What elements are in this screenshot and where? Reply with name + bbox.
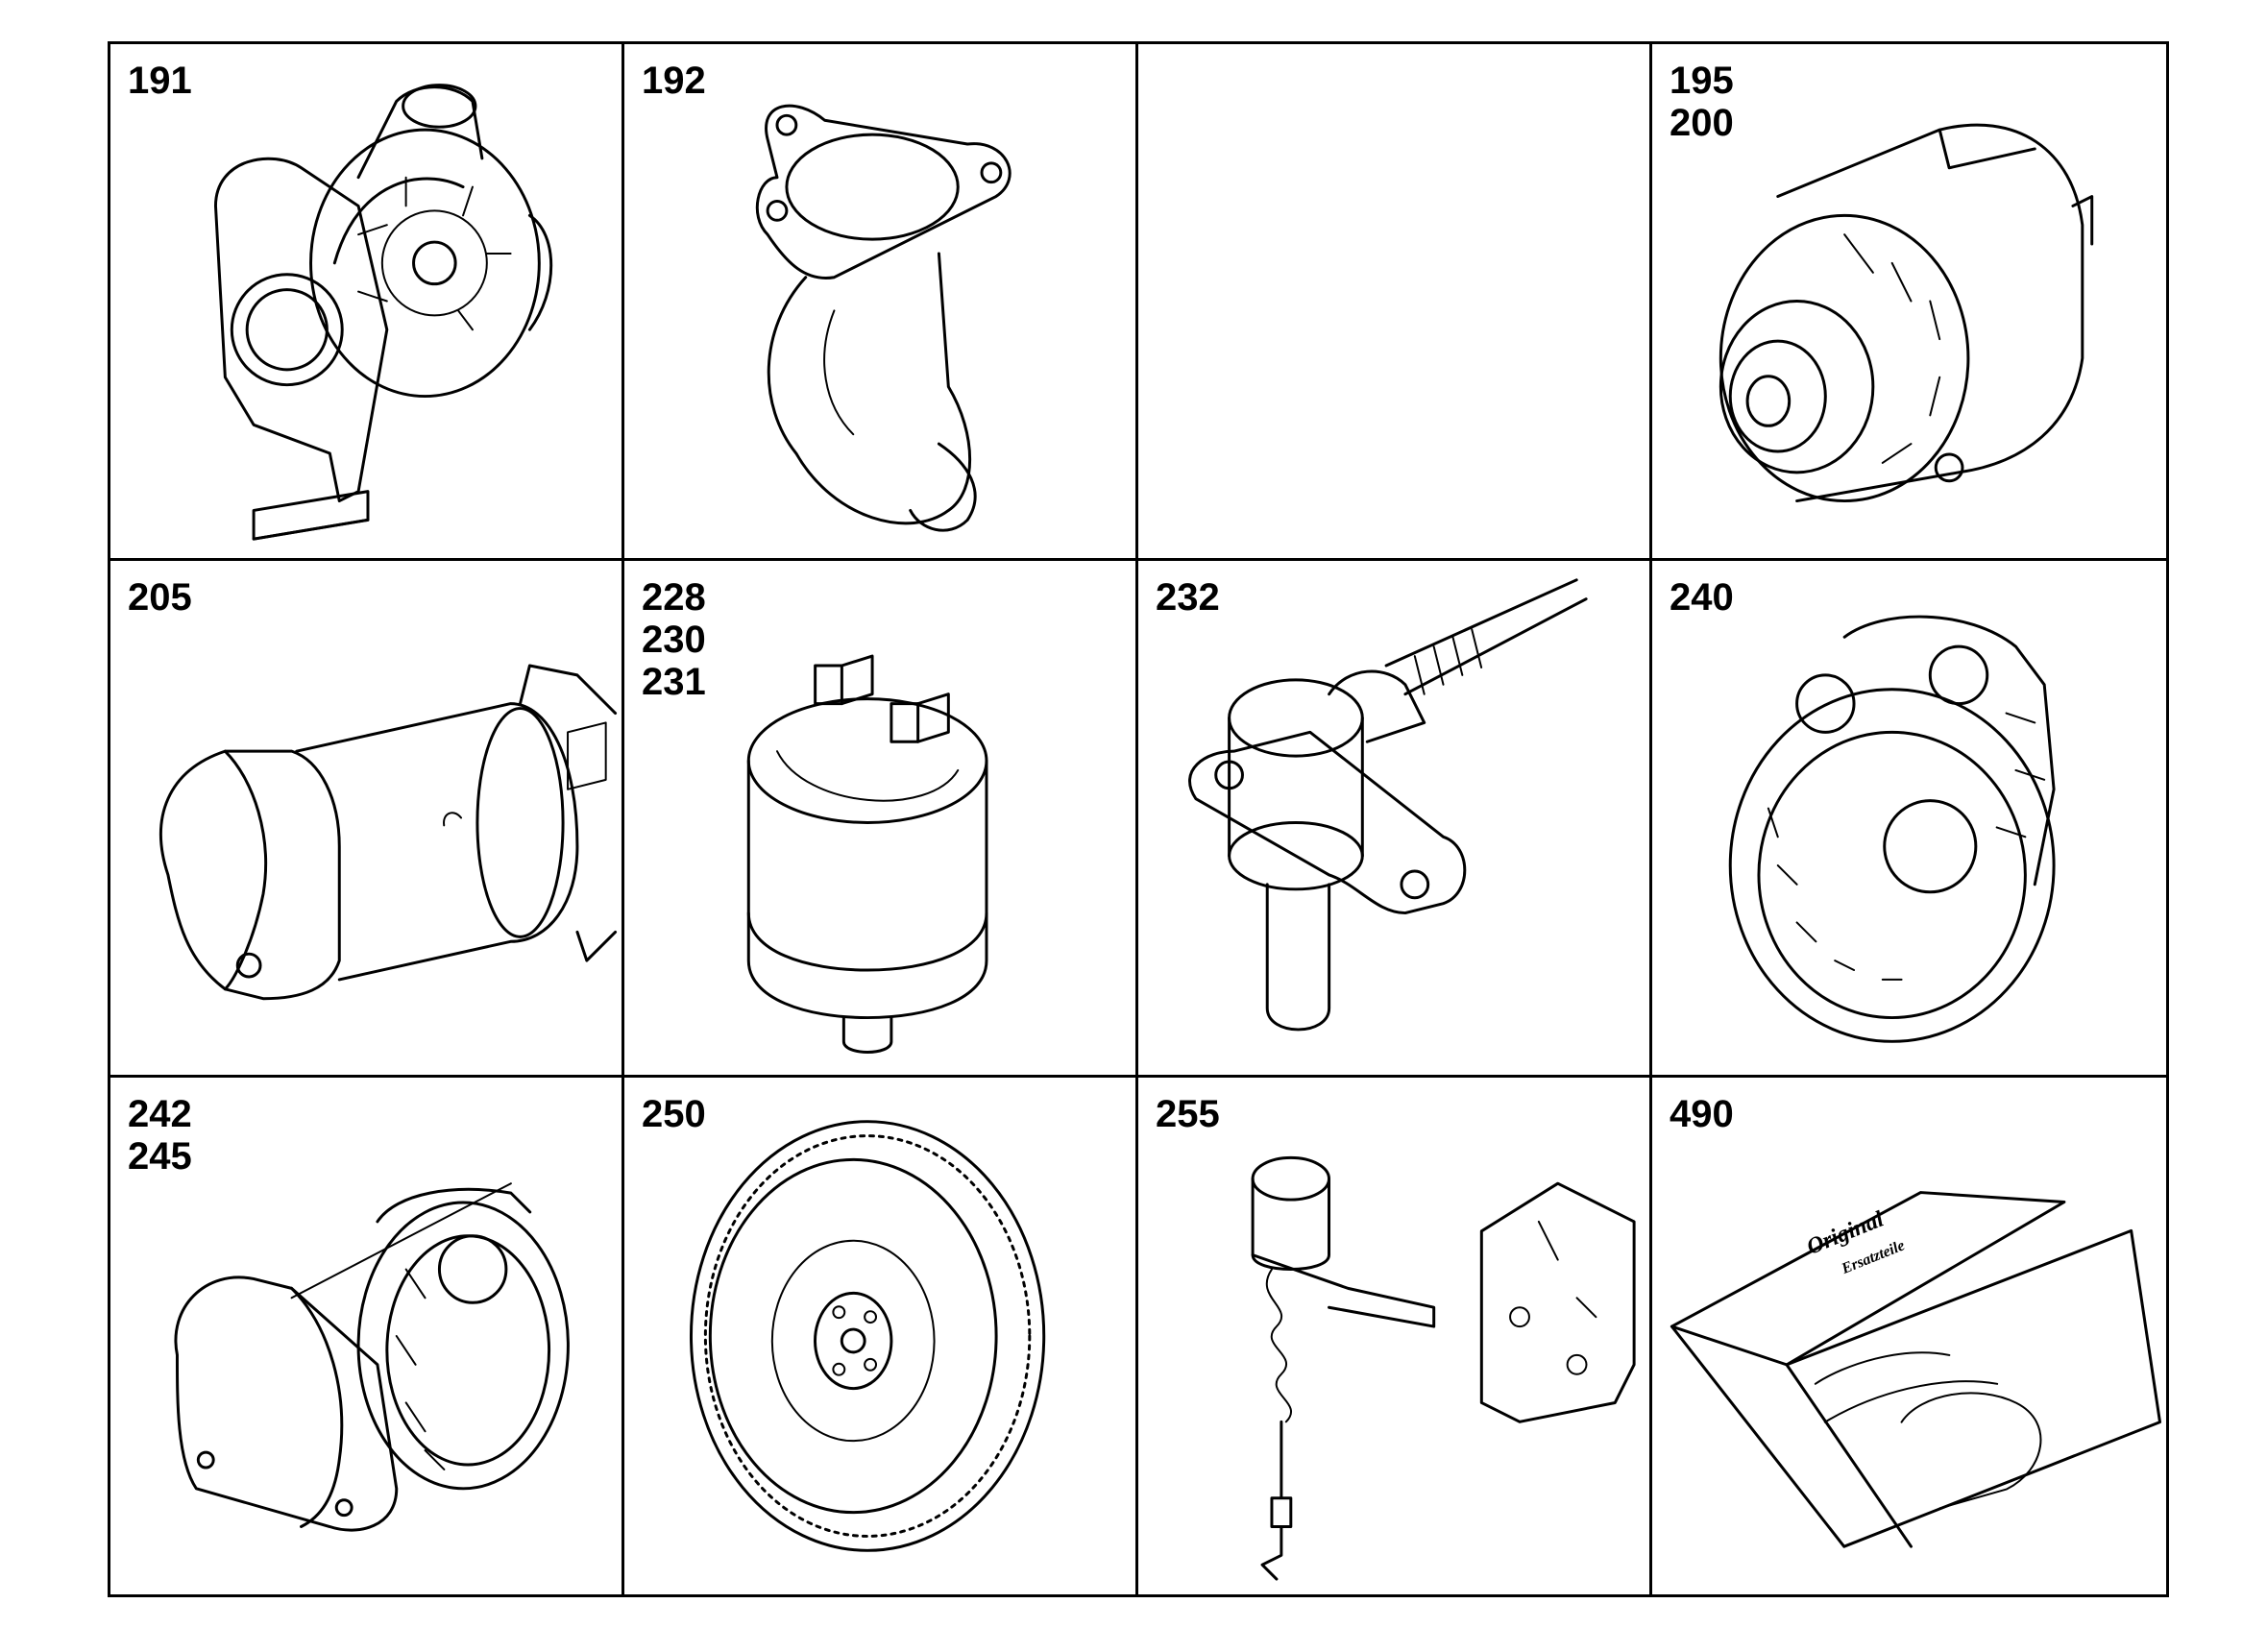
stop-solenoid-icon bbox=[1251, 1155, 1636, 1581]
part-number: 228 230 231 bbox=[642, 576, 706, 703]
flywheel-icon bbox=[689, 1120, 1046, 1552]
part-number: 232 bbox=[1156, 576, 1220, 619]
part-number: 192 bbox=[642, 60, 706, 102]
starter-motor-icon bbox=[159, 664, 618, 1001]
part-number: 205 bbox=[128, 576, 192, 619]
flywheel-housing-icon bbox=[1728, 615, 2056, 1043]
part-number: 255 bbox=[1156, 1093, 1220, 1135]
part-cell-242-245[interactable]: 242 245 bbox=[110, 1078, 624, 1594]
speed-sensor-icon bbox=[1188, 578, 1588, 1032]
turbocharger-icon bbox=[213, 84, 553, 541]
part-cell-192[interactable]: 192 bbox=[624, 44, 1138, 561]
exhaust-elbow-icon bbox=[755, 104, 1012, 532]
part-cell-240[interactable]: 240 bbox=[1652, 561, 2166, 1078]
part-number: 240 bbox=[1670, 576, 1734, 619]
part-number: 242 245 bbox=[128, 1093, 192, 1178]
part-cell-228-230-231[interactable]: 228 230 231 bbox=[624, 561, 1138, 1078]
empty-cell bbox=[1138, 44, 1652, 561]
part-cell-250[interactable]: 250 bbox=[624, 1078, 1138, 1594]
pressure-sender-icon bbox=[746, 654, 988, 1054]
part-cell-232[interactable]: 232 bbox=[1138, 561, 1652, 1078]
gasket-kit-icon: Original Ersatzteile bbox=[1670, 1191, 2162, 1548]
part-cell-195-200[interactable]: 195 200 bbox=[1652, 44, 2166, 561]
part-cell-191[interactable]: 191 bbox=[110, 44, 624, 561]
parts-grid: 191 192 195 200 bbox=[108, 41, 2169, 1597]
housing-cover-icon bbox=[174, 1182, 570, 1532]
part-cell-205[interactable]: 205 bbox=[110, 561, 624, 1078]
part-number: 195 200 bbox=[1670, 60, 1734, 144]
part-cell-255[interactable]: 255 bbox=[1138, 1078, 1652, 1594]
part-number: 191 bbox=[128, 60, 192, 102]
part-cell-490[interactable]: 490 Original Ersatzteile bbox=[1652, 1078, 2166, 1594]
part-number: 250 bbox=[642, 1093, 706, 1135]
part-number: 490 bbox=[1670, 1093, 1734, 1135]
alternator-icon bbox=[1719, 123, 2094, 503]
